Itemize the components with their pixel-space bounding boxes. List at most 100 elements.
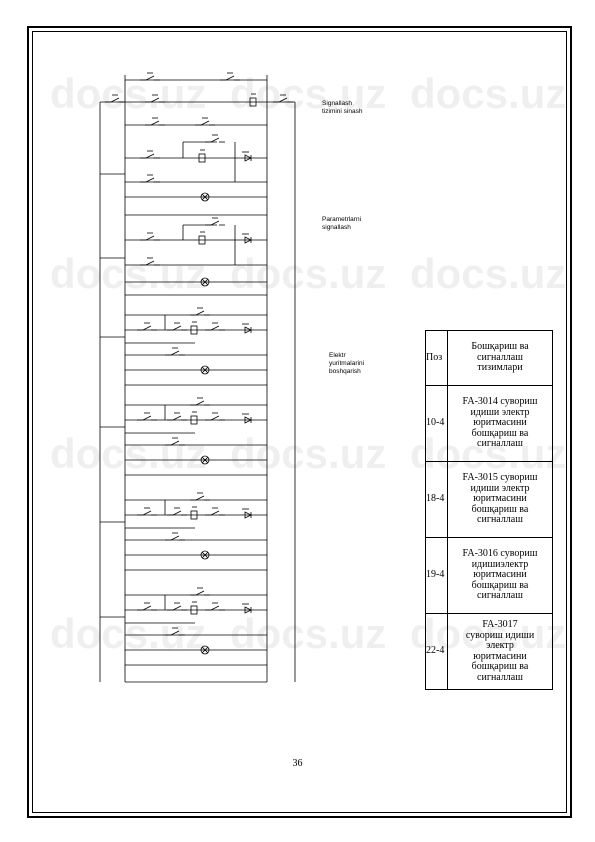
- table-cell-line: бошқариш ва: [471, 503, 529, 515]
- position-table: Поз Бошқариш ва сигналлаш тизимлари 10-4…: [425, 330, 553, 690]
- table-cell-line: юритмасини: [473, 417, 527, 429]
- table-row: 18-4 FA-3015 сувориш идиши электр юритма…: [425, 461, 553, 538]
- note-line: yuritmalarini: [329, 360, 365, 367]
- watermark: docs.uz: [410, 70, 567, 117]
- watermark: docs.uz: [230, 610, 387, 657]
- contact-switch: [150, 97, 160, 103]
- note-line: boshqarish: [329, 368, 361, 375]
- contact-relay: [145, 177, 155, 183]
- table-cell-line: юритмасини: [473, 569, 527, 581]
- contact-status: [170, 440, 180, 446]
- table-cell-line: сувориш идиши: [465, 629, 535, 641]
- table-cell-pos: 18-4: [425, 461, 448, 538]
- watermark: docs.uz: [230, 250, 387, 297]
- table-cell-line: юритмасини: [473, 650, 527, 662]
- note-line: Signallash: [322, 100, 352, 107]
- contact-start: [142, 415, 152, 421]
- table-cell-line: сигналлаш: [477, 514, 523, 526]
- contact-relay: [172, 605, 182, 611]
- table-header-row: Поз Бошқариш ва сигналлаш тизимлари: [425, 330, 553, 386]
- table-cell-line: бошқариш ва: [471, 427, 529, 439]
- table-cell-line: сигналлаш: [477, 671, 523, 683]
- contact-switch: [278, 97, 288, 103]
- contact-relay: [172, 325, 182, 331]
- table-cell-desc: FA-3014 сувориш идиши электр юритмасини …: [447, 385, 553, 462]
- contact-relay: [195, 400, 205, 406]
- contact-button: [145, 235, 155, 241]
- table-cell-line: FA-3017: [482, 619, 518, 630]
- diode: [244, 326, 252, 334]
- page-border-outer: [27, 26, 572, 818]
- contact-relay: [195, 495, 205, 501]
- table-cell-pos: 22-4: [425, 613, 448, 690]
- table-cell-line: FA-3014 сувориш: [462, 396, 538, 408]
- note-line: Parametrlarni: [322, 216, 362, 223]
- watermark: docs.uz: [50, 610, 207, 657]
- contact-relay: [210, 605, 220, 611]
- table-cell-line: сигналлаш: [477, 438, 523, 450]
- table-cell-line: Бошқариш ва: [471, 341, 529, 353]
- contact-relay: [210, 137, 220, 143]
- relay-coil: [190, 605, 198, 615]
- diode: [244, 154, 252, 162]
- contact-relay: [195, 590, 205, 596]
- contact-relay: [210, 325, 220, 331]
- table-cell-desc: FA-3017 сувориш идиши электр юритмасини …: [447, 613, 553, 690]
- contact-status: [170, 350, 180, 356]
- note-signal-test: Signallash tizimini sinash: [322, 100, 362, 116]
- watermark: docs.uz: [230, 430, 387, 477]
- table-cell-pos: 10-4: [425, 385, 448, 462]
- contact-relay: [195, 310, 205, 316]
- contact-switch: [225, 75, 235, 81]
- table-cell-line: сигналлаш: [477, 590, 523, 602]
- relay-coil: [198, 153, 206, 163]
- table-cell-line: идиши электр: [470, 482, 530, 494]
- relay-coil: [198, 235, 206, 245]
- contact-start: [142, 605, 152, 611]
- diode: [244, 236, 252, 244]
- table-header-desc: Бошқариш ва сигналлаш тизимлари: [447, 330, 553, 386]
- contact-button: [145, 153, 155, 159]
- contact-button: [150, 120, 160, 126]
- table-cell-line: бошқариш ва: [471, 579, 529, 591]
- note-parameter-signal: Parametrlarni signallash: [322, 216, 361, 232]
- contact-relay: [172, 415, 182, 421]
- page-number: 36: [292, 758, 303, 769]
- table-cell-line: тизимлари: [477, 362, 523, 374]
- table-cell-line: бошқариш ва: [471, 661, 529, 672]
- table-cell-line: электр: [486, 640, 514, 651]
- table-cell-line: FA-3016 сувориш: [462, 548, 538, 560]
- table-row: 22-4 FA-3017 сувориш идиши электр юритма…: [425, 613, 553, 690]
- table-cell-line: сигналлаш: [477, 351, 523, 363]
- contact-switch: [145, 75, 155, 81]
- diode: [244, 511, 252, 519]
- table-row: 10-4 FA-3014 сувориш идиши электр юритма…: [425, 385, 553, 462]
- table-cell-desc: FA-3016 сувориш идишиэлектр юритмасини б…: [447, 537, 553, 614]
- table-cell-line: FA-3015 сувориш: [462, 472, 538, 484]
- table-row: 19-4 FA-3016 сувориш идишиэлектр юритмас…: [425, 537, 553, 614]
- page-border-inner: [32, 31, 567, 813]
- watermark: docs.uz: [50, 430, 207, 477]
- table-cell-line: идишиэлектр: [471, 558, 529, 570]
- contact-relay: [145, 260, 155, 266]
- note-line: tizimini sinash: [322, 108, 363, 115]
- contact-relay: [210, 220, 220, 226]
- watermark: docs.uz: [230, 70, 387, 117]
- contact-relay: [210, 510, 220, 516]
- contact-status: [170, 535, 180, 541]
- contact-start: [142, 325, 152, 331]
- diode: [244, 606, 252, 614]
- note-line: signallash: [322, 224, 351, 231]
- watermark: docs.uz: [50, 70, 207, 117]
- relay-coil: [190, 325, 198, 335]
- diode: [244, 416, 252, 424]
- relay-coil: [190, 510, 198, 520]
- table-cell-line: юритмасини: [473, 493, 527, 505]
- table-header-pos: Поз: [425, 330, 448, 386]
- contact-status: [170, 630, 180, 636]
- watermark: docs.uz: [410, 250, 567, 297]
- contact-relay: [172, 510, 182, 516]
- note-motor-control: Elektr yuritmalarini boshqarish: [329, 352, 364, 376]
- ladder-diagram: [99, 72, 296, 683]
- contact-start: [142, 510, 152, 516]
